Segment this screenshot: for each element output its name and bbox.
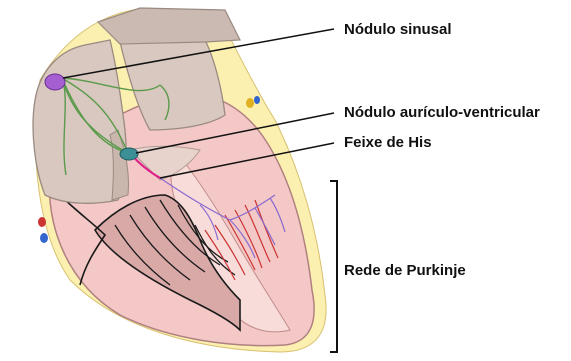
label-av-node: Nódulo aurículo-ventricular [344,104,540,121]
label-his-bundle: Feixe de His [344,134,432,151]
label-sinus-node: Nódulo sinusal [344,21,452,38]
sinus-node [45,74,65,90]
purkinje-bracket [330,181,337,352]
av-node [120,148,138,160]
label-purkinje: Rede de Purkinje [344,262,466,279]
